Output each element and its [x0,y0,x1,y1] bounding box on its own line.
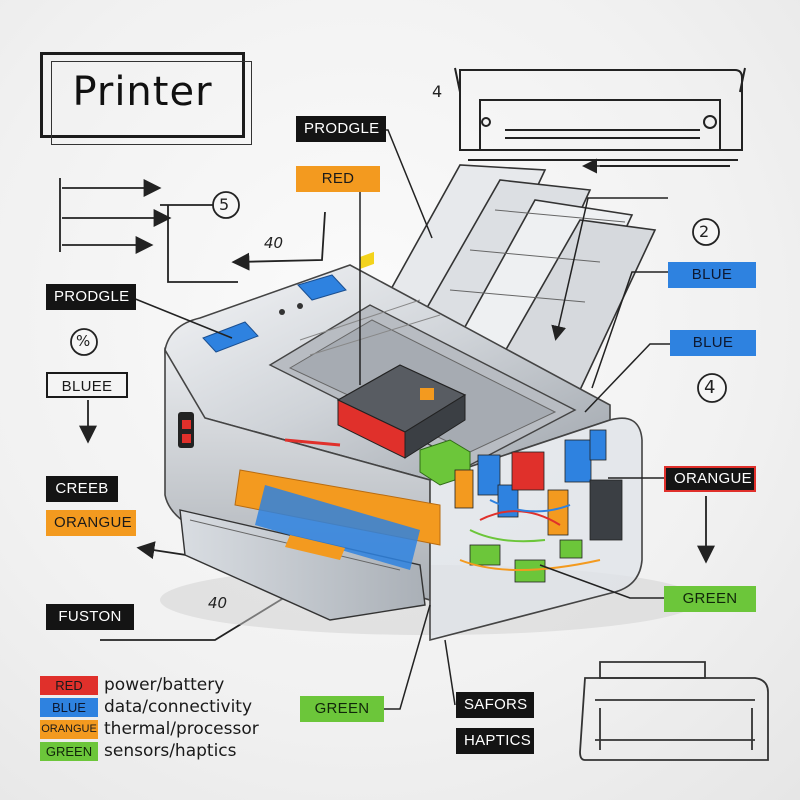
legend-swatch-orange: ORANGUE [40,720,98,739]
callout-number-top-4: 4 [432,82,443,101]
label-fuston: FUSTON [46,604,134,630]
label-orangue-left: ORANGUE [46,510,136,536]
label-green-right: GREEN [664,586,756,612]
legend-text-orange: thermal/processor [104,719,259,739]
callout-circle-4 [697,373,727,403]
label-creeb: CREEB [46,476,118,502]
label-bluee: BLUEE [46,372,128,398]
legend-text-blue: data/connectivity [104,697,253,717]
sketch-printer-top [454,67,746,167]
label-prodgle-top: PRODGLE [296,116,386,142]
label-prodgle-left: PRODGLE [46,284,136,310]
label-haptics: HAPTICS [456,728,534,754]
sketch-printer-bottom [579,661,769,761]
label-blue-2: BLUE [670,330,756,356]
page-title: Printer [72,69,213,115]
legend-swatch-green: GREEN [40,742,98,761]
legend-text-red: power/battery [104,675,225,695]
callout-circle-2 [692,218,720,246]
label-safors: SAFORS [456,692,534,718]
paper-input-tray [383,164,657,392]
paper-output-tray [179,469,441,621]
title-box: Printer [40,52,252,145]
label-orangue-right: ORANGUE [664,466,756,492]
callout-number-4: 4 [704,377,716,398]
printer-body [160,164,700,642]
callout-percent: % [76,332,91,350]
internal-components [454,429,623,583]
label-blue-1: BLUE [668,262,756,288]
callout-40-top: 40 [264,234,284,252]
legend-swatch-red: RED [40,676,98,695]
callout-number-2: 2 [699,222,710,241]
legend-text-green: sensors/haptics [104,741,237,761]
label-green-bottom: GREEN [300,696,384,722]
legend-swatch-blue: BLUE [40,698,98,717]
label-red: RED [296,166,380,192]
callout-circle-5 [212,191,240,219]
callout-40-bottom: 40 [208,594,228,612]
callout-number-5: 5 [219,195,230,214]
callout-circle-pct [70,328,98,356]
